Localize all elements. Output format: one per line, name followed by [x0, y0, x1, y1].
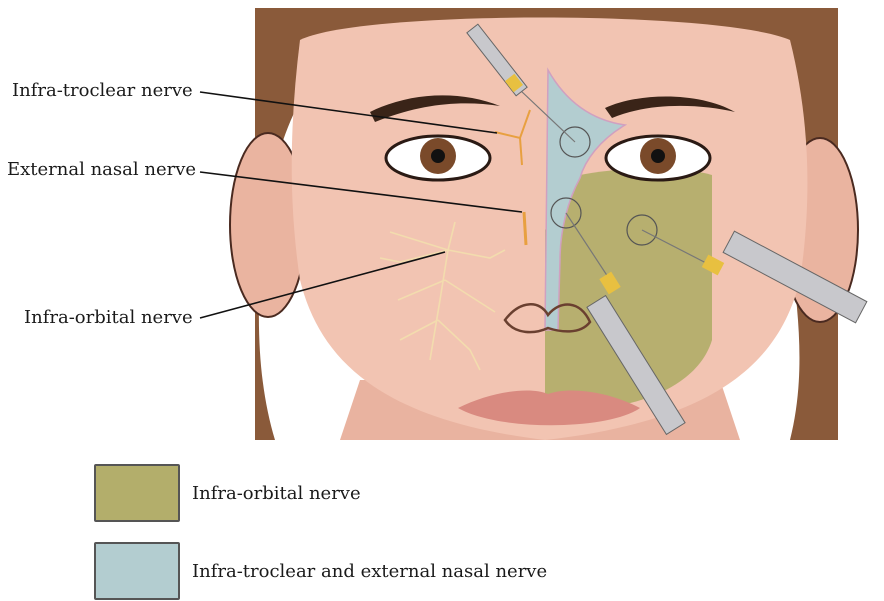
- legend-label-nasal: Infra-troclear and external nasal nerve: [192, 561, 547, 582]
- external-nasal-nerve-branch: [524, 212, 526, 245]
- label-external-nasal: External nasal nerve: [7, 159, 196, 180]
- face-illustration: [0, 0, 884, 440]
- legend-label-infra-orbital: Infra-orbital nerve: [192, 483, 361, 504]
- infra-orbital-zone: [545, 169, 712, 412]
- right-pupil: [651, 149, 665, 163]
- left-pupil: [431, 149, 445, 163]
- label-infra-troclear: Infra-troclear nerve: [12, 80, 193, 101]
- label-infra-orbital: Infra-orbital nerve: [24, 307, 193, 328]
- legend-swatch-nasal: [94, 542, 180, 600]
- legend-swatch-infra-orbital: [94, 464, 180, 522]
